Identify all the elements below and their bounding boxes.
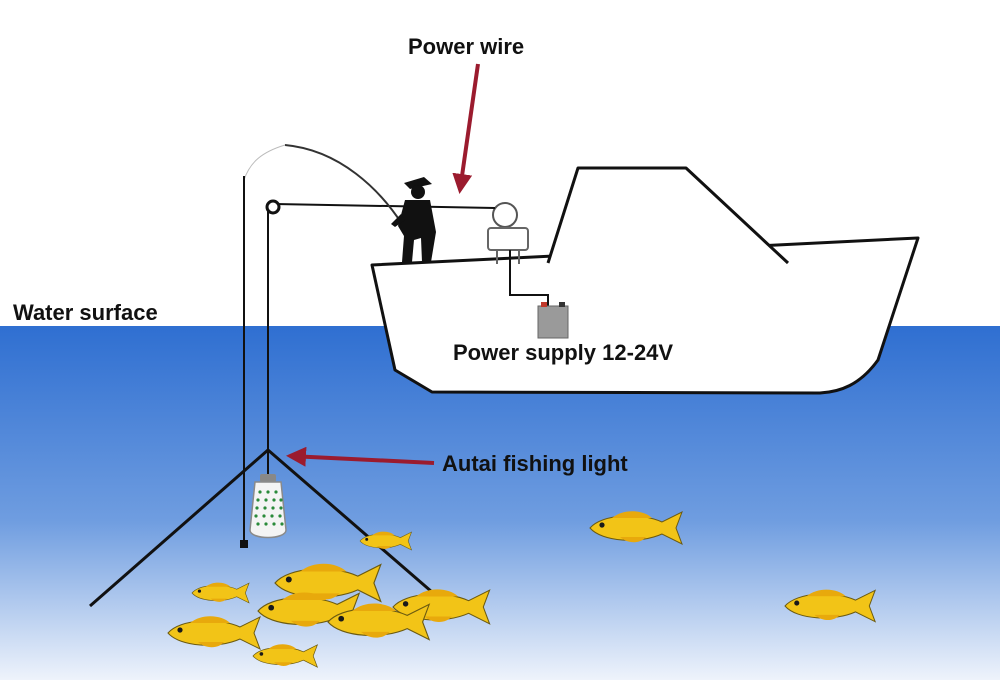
winch-reel [487,202,529,264]
fishing-rod [240,144,403,548]
boat-hull [370,236,920,395]
fishing-lamp-icon [249,450,287,539]
power-wire-label: Power wire [408,34,524,59]
pulley-icon [265,199,281,450]
power-wire-line [274,203,496,209]
boat-cabin [546,166,790,265]
fisherman-silhouette [391,177,436,262]
water-surface-label: Water surface [13,300,158,325]
battery-icon [537,302,569,339]
power-supply-label: Power supply 12-24V [453,340,673,365]
power-wire-arrow [452,63,480,194]
fishing-light-arrow [286,446,435,467]
lamp-net [89,448,433,608]
fishing-light-label: Autai fishing light [442,451,628,476]
battery-wire [509,250,549,307]
